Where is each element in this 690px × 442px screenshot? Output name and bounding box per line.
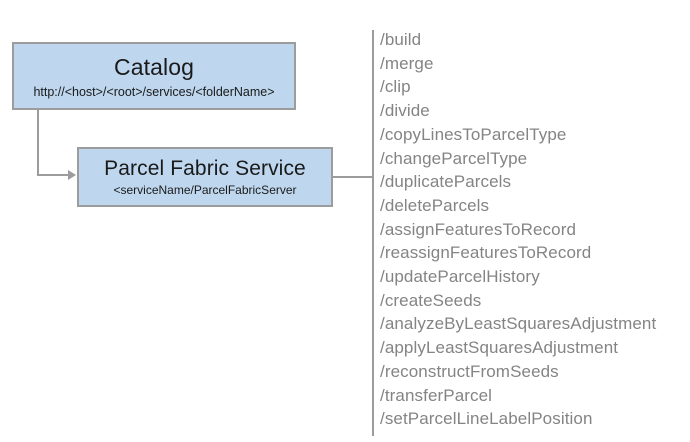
operation-list-item[interactable]: /updateParcelHistory <box>380 267 540 287</box>
operation-list-item[interactable]: /reconstructFromSeeds <box>380 361 559 381</box>
catalog-node-url: http://<host>/<root>/services/<folderNam… <box>33 85 275 99</box>
operations-list: /build/merge/clip/divide/copyLinesToParc… <box>380 28 680 431</box>
operation-list-item[interactable]: /assignFeaturesToRecord <box>380 219 577 239</box>
operation-list-item[interactable]: /createSeeds <box>380 290 482 310</box>
operation-list-item[interactable]: /divide <box>380 101 430 121</box>
operation-list-item[interactable]: /transferParcel <box>380 385 493 405</box>
operation-list-item[interactable]: /deleteParcels <box>380 195 490 215</box>
operation-list-item[interactable]: /duplicateParcels <box>380 172 512 192</box>
operation-list-item[interactable]: /analyzeByLeastSquaresAdjustment <box>380 314 657 334</box>
operations-rail-divider <box>372 30 374 436</box>
operation-list-item[interactable]: /clip <box>380 77 411 97</box>
catalog-node[interactable]: Catalog http://<host>/<root>/services/<f… <box>12 42 296 110</box>
operation-list-item[interactable]: /merge <box>380 53 434 73</box>
connector-catalog-to-service-vertical <box>37 110 39 176</box>
operation-list-item[interactable]: /build <box>380 30 422 49</box>
connector-catalog-to-service-horizontal <box>37 174 70 176</box>
parcel-fabric-service-node[interactable]: Parcel Fabric Service <serviceName/Parce… <box>77 147 333 207</box>
catalog-node-title: Catalog <box>114 54 194 80</box>
operation-list-item[interactable]: /applyLeastSquaresAdjustment <box>380 338 619 358</box>
operation-list-item[interactable]: /reassignFeaturesToRecord <box>380 243 592 263</box>
operation-list-item[interactable]: /setParcelLineLabelPosition <box>380 409 593 429</box>
parcel-fabric-service-node-title: Parcel Fabric Service <box>104 157 306 180</box>
parcel-fabric-service-node-path: <serviceName/ParcelFabricServer <box>113 183 297 197</box>
connector-service-to-operations <box>333 176 374 178</box>
arrowhead-icon <box>68 170 76 180</box>
operation-list-item[interactable]: /copyLinesToParcelType <box>380 124 567 144</box>
operation-list-item[interactable]: /changeParcelType <box>380 148 528 168</box>
